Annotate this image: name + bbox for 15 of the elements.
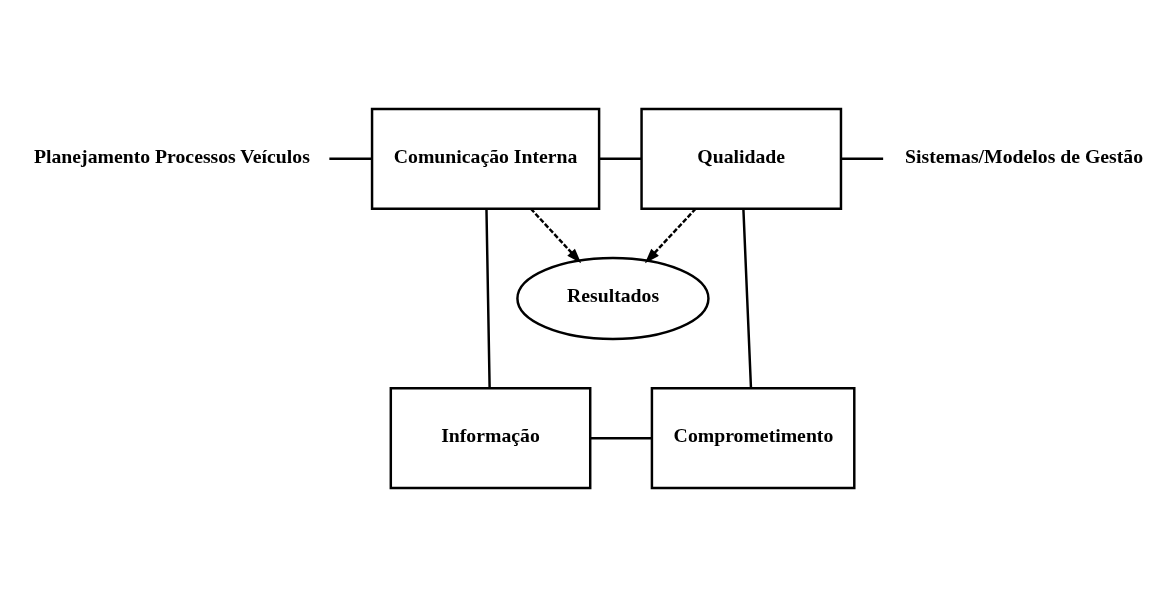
node-box: Informação	[389, 386, 592, 489]
connector	[590, 436, 652, 439]
node-box: Comprometimento	[650, 386, 856, 489]
node-text: Sistemas/Modelos de Gestão	[905, 144, 1144, 167]
node-box: Comunicação Interna	[370, 107, 601, 210]
node-box: Qualidade	[640, 107, 843, 210]
connector	[485, 208, 491, 388]
connector	[841, 157, 884, 160]
arrow	[529, 207, 582, 263]
node-text: Planejamento Processos Veículos	[33, 144, 310, 167]
connector	[329, 157, 372, 160]
connector	[742, 208, 753, 388]
node-ellipse: Resultados	[516, 256, 710, 340]
arrow	[644, 207, 697, 263]
connector	[599, 157, 642, 160]
